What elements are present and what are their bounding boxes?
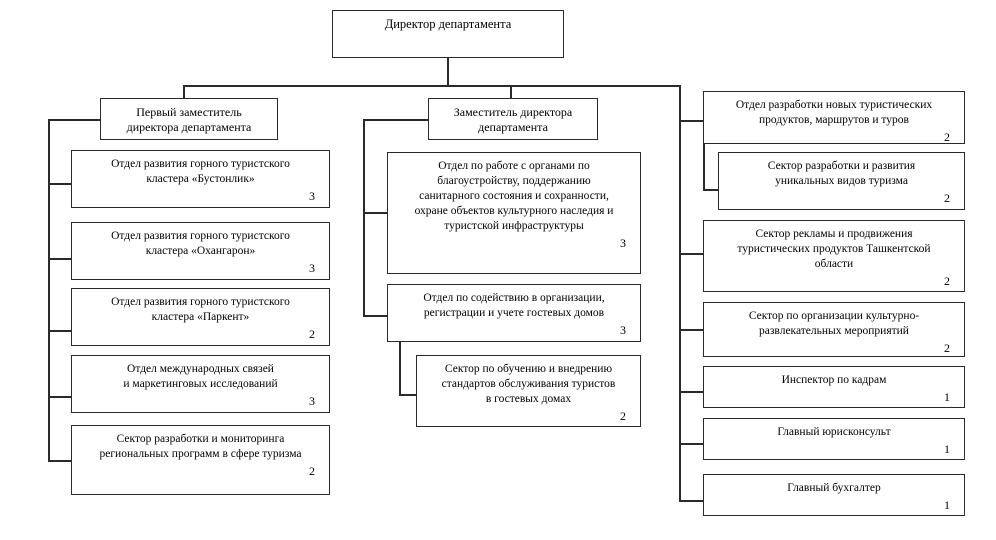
node-left-1[interactable]: Отдел развития горного туристского класт… xyxy=(71,150,330,208)
node-title: Главный юрисконсульт xyxy=(777,426,891,438)
connector-right-nested-spine xyxy=(703,144,705,189)
node-right-2[interactable]: Сектор разработки и развития уникальных … xyxy=(718,152,965,210)
node-title: Отдел развития горного туристского класт… xyxy=(111,158,290,185)
node-right-3[interactable]: Сектор рекламы и продвижения туристическ… xyxy=(703,220,965,292)
node-title: Сектор рекламы и продвижения туристическ… xyxy=(737,228,931,270)
connector-right-stub-7 xyxy=(679,500,703,502)
connector-left-stub-head xyxy=(48,119,101,121)
node-title: Отдел по содействию в организации, регис… xyxy=(423,292,605,319)
node-right-5[interactable]: Инспектор по кадрам 1 xyxy=(703,366,965,408)
node-count: 1 xyxy=(944,498,950,512)
connector-middle-nested-spine xyxy=(399,342,401,394)
connector-root-stem xyxy=(447,58,449,85)
node-count: 3 xyxy=(620,323,626,337)
node-left-2[interactable]: Отдел развития горного туристского класт… xyxy=(71,222,330,280)
node-right-4[interactable]: Сектор по организации культурно- развлек… xyxy=(703,302,965,357)
connector-middle-stub-head xyxy=(363,119,428,121)
node-deputy-director[interactable]: Заместитель директора департамента xyxy=(428,98,598,140)
node-count: 3 xyxy=(620,236,626,250)
node-title: Первый заместитель директора департамент… xyxy=(126,105,252,134)
connector-right-nested-stub xyxy=(703,189,718,191)
connector-left-deputy-drop xyxy=(183,85,185,98)
node-count: 2 xyxy=(309,327,315,341)
node-left-3[interactable]: Отдел развития горного туристского класт… xyxy=(71,288,330,346)
node-title: Сектор разработки и развития уникальных … xyxy=(767,160,916,187)
connector-right-stub-4 xyxy=(679,329,703,331)
connector-middle-deputy-drop xyxy=(510,85,512,98)
node-title: Инспектор по кадрам xyxy=(781,374,887,386)
connector-left-stub-2 xyxy=(48,258,72,260)
connector-right-stub-5 xyxy=(679,391,703,393)
node-count: 3 xyxy=(309,394,315,408)
connector-right-stub-6 xyxy=(679,443,703,445)
node-title: Отдел международных связей и маркетингов… xyxy=(123,363,278,390)
node-first-deputy-director[interactable]: Первый заместитель директора департамент… xyxy=(100,98,278,140)
connector-middle-stub-2 xyxy=(363,315,387,317)
node-title: Директор департамента xyxy=(384,17,512,31)
connector-left-spine xyxy=(48,119,50,460)
connector-right-stub-1 xyxy=(679,120,703,122)
node-right-1[interactable]: Отдел разработки новых туристических про… xyxy=(703,91,965,144)
node-middle-2[interactable]: Отдел по содействию в организации, регис… xyxy=(387,284,641,342)
node-left-4[interactable]: Отдел международных связей и маркетингов… xyxy=(71,355,330,413)
node-count: 2 xyxy=(944,191,950,205)
connector-left-stub-4 xyxy=(48,396,72,398)
node-count: 2 xyxy=(944,341,950,355)
connector-main-bus xyxy=(183,85,680,87)
connector-left-stub-5 xyxy=(48,460,72,462)
node-title: Сектор по организации культурно- развлек… xyxy=(748,310,920,337)
node-middle-3[interactable]: Сектор по обучению и внедрению стандарто… xyxy=(416,355,641,427)
node-title: Отдел развития горного туристского класт… xyxy=(111,296,290,323)
node-count: 3 xyxy=(309,261,315,275)
node-title: Отдел разработки новых туристических про… xyxy=(735,99,933,126)
node-count: 3 xyxy=(309,189,315,203)
node-count: 1 xyxy=(944,390,950,404)
node-left-5[interactable]: Сектор разработки и мониторинга регионал… xyxy=(71,425,330,495)
node-count: 2 xyxy=(309,464,315,478)
node-middle-1[interactable]: Отдел по работе с органами по благоустро… xyxy=(387,152,641,274)
connector-middle-spine xyxy=(363,119,365,315)
node-right-7[interactable]: Главный бухгалтер 1 xyxy=(703,474,965,516)
connector-left-stub-3 xyxy=(48,330,72,332)
connector-right-stub-3 xyxy=(679,253,703,255)
node-right-6[interactable]: Главный юрисконсульт 1 xyxy=(703,418,965,460)
node-title: Сектор разработки и мониторинга регионал… xyxy=(99,433,302,460)
connector-middle-nested-stub xyxy=(399,394,416,396)
node-count: 1 xyxy=(944,442,950,456)
node-title: Заместитель директора департамента xyxy=(453,105,573,134)
node-count: 2 xyxy=(620,409,626,423)
node-title: Главный бухгалтер xyxy=(787,482,881,494)
connector-middle-stub-1 xyxy=(363,212,387,214)
node-count: 2 xyxy=(944,274,950,288)
node-title: Отдел развития горного туристского класт… xyxy=(111,230,290,257)
connector-left-stub-1 xyxy=(48,183,72,185)
connector-right-spine xyxy=(679,85,681,500)
node-director[interactable]: Директор департамента xyxy=(332,10,564,58)
node-title: Сектор по обучению и внедрению стандарто… xyxy=(441,363,616,405)
node-title: Отдел по работе с органами по благоустро… xyxy=(414,160,614,232)
node-count: 2 xyxy=(944,130,950,144)
